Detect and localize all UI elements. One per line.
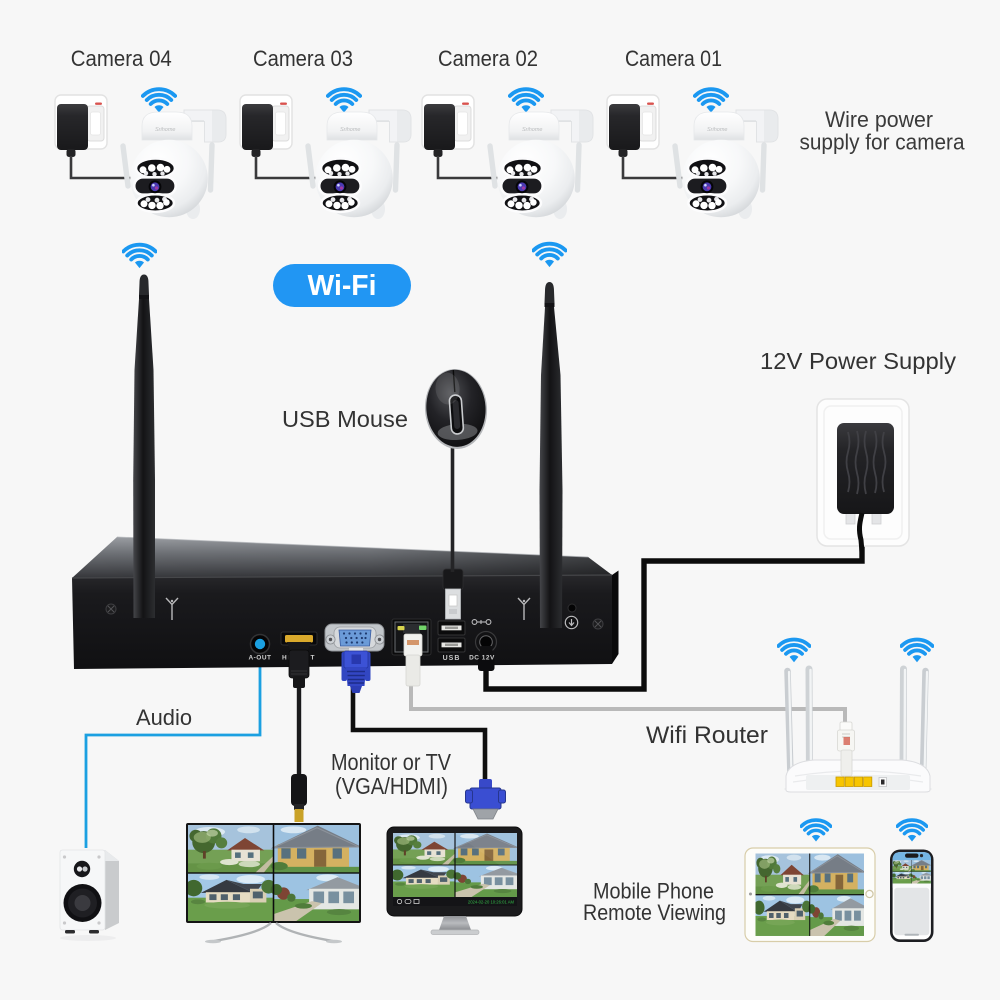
svg-text:2024-02-20 10:26:01 AM: 2024-02-20 10:26:01 AM: [468, 900, 515, 905]
svg-text:Wire power: Wire power: [825, 107, 933, 132]
svg-text:Camera 04: Camera 04: [71, 46, 172, 71]
svg-text:A-OUT: A-OUT: [248, 655, 271, 662]
svg-text:12V Power Supply: 12V Power Supply: [760, 348, 957, 374]
svg-text:USB Mouse: USB Mouse: [282, 406, 408, 432]
svg-text:Monitor or TV: Monitor or TV: [331, 749, 452, 775]
svg-text:Camera 02: Camera 02: [438, 46, 538, 71]
svg-text:Mobile Phone: Mobile Phone: [593, 879, 714, 904]
svg-text:USB: USB: [443, 655, 461, 662]
svg-text:Camera 03: Camera 03: [253, 46, 353, 71]
svg-text:Wifi Router: Wifi Router: [646, 722, 768, 749]
svg-text:Camera 01: Camera 01: [625, 46, 722, 71]
svg-text:Remote Viewing: Remote Viewing: [583, 900, 726, 925]
svg-text:Audio: Audio: [136, 705, 192, 730]
svg-text:supply for camera: supply for camera: [800, 130, 966, 155]
svg-text:(VGA/HDMI): (VGA/HDMI): [335, 773, 448, 799]
svg-text:Wi-Fi: Wi-Fi: [308, 270, 377, 302]
svg-text:DC 12V: DC 12V: [469, 655, 495, 662]
